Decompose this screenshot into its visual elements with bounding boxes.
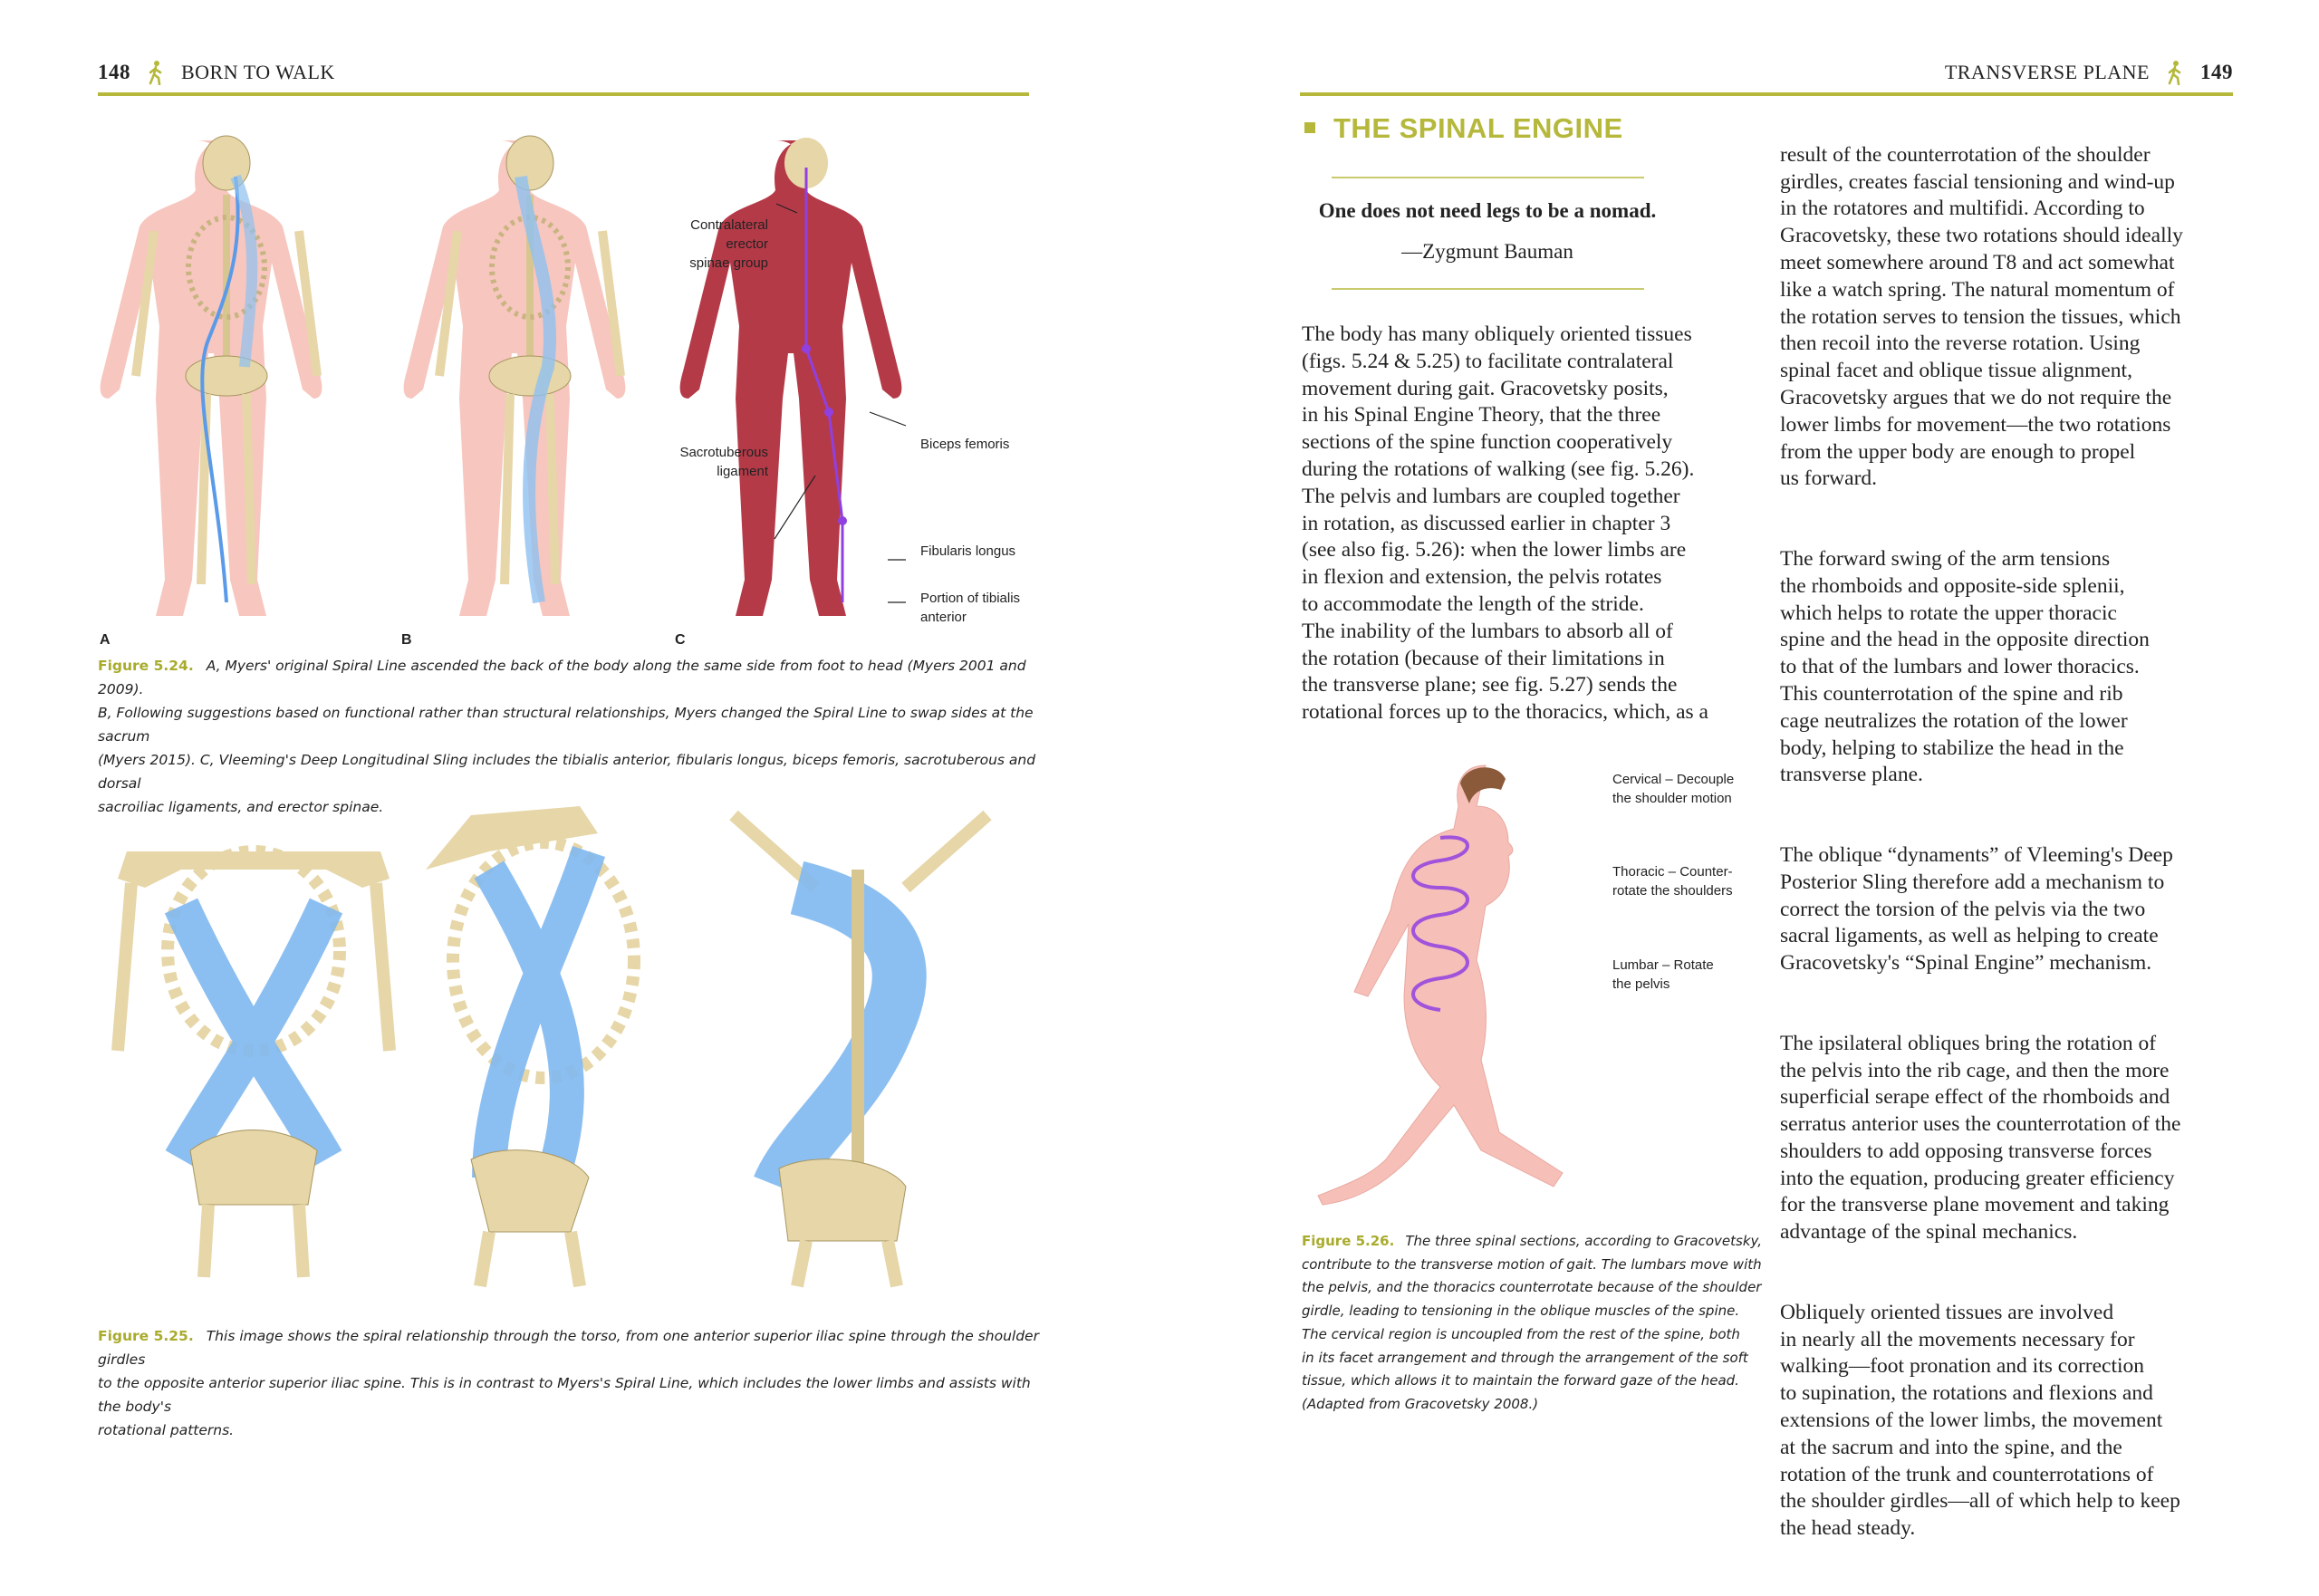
figure-5-24-illustration: [91, 113, 907, 630]
epigraph-rule-bottom: [1332, 288, 1644, 290]
walking-person-icon: [2168, 61, 2181, 85]
panel-c-figure: [679, 138, 902, 616]
running-title: TRANSVERSE PLANE: [1944, 61, 2150, 83]
panel-a-figure: [101, 136, 322, 616]
figure-5-26-runner-illustration: [1317, 764, 1564, 1206]
panel-b-figure: [404, 136, 626, 616]
callout-contralateral-erector-spinae: Contralateral erector spinae group: [689, 217, 768, 271]
figure-label: Figure 5.25.: [98, 1328, 194, 1344]
figure-label: Figure 5.24.: [98, 658, 194, 674]
callout-fibularis-longus: Fibularis longus: [920, 543, 1016, 559]
panel-label-b: B: [401, 632, 412, 648]
label-thoracic: Thoracic – Counter- rotate the shoulders: [1612, 864, 1733, 899]
body-column-1: The body has many obliquely oriented tis…: [1302, 322, 1708, 725]
label-cervical: Cervical – Decouple the shoulder motion: [1612, 772, 1735, 806]
figure-5-26-caption: Figure 5.26.The three spinal sections, a…: [1302, 1230, 1773, 1417]
torso-posterior-view: [729, 810, 992, 1288]
page-number: 149: [2200, 61, 2233, 83]
label-lumbar: Lumbar – Rotate the pelvis: [1612, 957, 1714, 992]
epigraph-quote: One does not need legs to be a nomad.: [1318, 199, 1657, 222]
header-rule: [98, 92, 1029, 96]
paragraph: Obliquely oriented tissues are involved …: [1780, 1300, 2180, 1541]
panel-label-a: A: [100, 632, 111, 648]
header-rule: [1300, 92, 2233, 96]
torso-oblique-view: [426, 806, 640, 1288]
torso-front-view: [111, 845, 396, 1278]
paragraph: The ipsilateral obliques bring the rotat…: [1780, 1031, 2181, 1245]
walking-person-icon: [149, 61, 162, 85]
figure-5-24-caption: Figure 5.24.A, Myers' original Spiral Li…: [98, 654, 1040, 819]
page-number: 148: [98, 61, 130, 83]
callout-sacrotuberous-ligament: Sacrotuberous ligament: [679, 445, 768, 479]
epigraph-rule-top: [1332, 177, 1644, 178]
heading-bullet-icon: [1304, 121, 1315, 133]
section-heading-text: THE SPINAL ENGINE: [1333, 112, 1623, 144]
callout-biceps-femoris: Biceps femoris: [920, 437, 1010, 452]
section-heading: THE SPINAL ENGINE: [1304, 112, 1623, 145]
figure-label: Figure 5.26.: [1302, 1233, 1395, 1249]
body-column-2: result of the counterrotation of the sho…: [1780, 115, 2251, 1596]
caption-text: The three spinal sections, according to …: [1302, 1233, 1762, 1412]
right-running-header: TRANSVERSE PLANE 149: [1945, 60, 2233, 85]
figure-5-25-illustration: [111, 806, 992, 1288]
paragraph: The oblique “dynaments” of Vleeming's De…: [1780, 842, 2173, 976]
running-title: BORN TO WALK: [181, 61, 335, 83]
figure-5-25-caption: Figure 5.25.This image shows the spiral …: [98, 1324, 1040, 1442]
paragraph: result of the counterrotation of the sho…: [1780, 142, 2183, 491]
epigraph-attribution: —Zygmunt Bauman: [1401, 240, 1573, 263]
panel-label-c: C: [675, 632, 686, 648]
caption-text: A, Myers' original Spiral Line ascended …: [98, 658, 1036, 815]
callout-tibialis-anterior: Portion of tibialis anterior: [920, 591, 1021, 625]
paragraph: The forward swing of the arm tensions th…: [1780, 546, 2150, 787]
left-running-header: 148 BORN TO WALK: [98, 60, 335, 85]
caption-text: This image shows the spiral relationship…: [98, 1328, 1039, 1438]
